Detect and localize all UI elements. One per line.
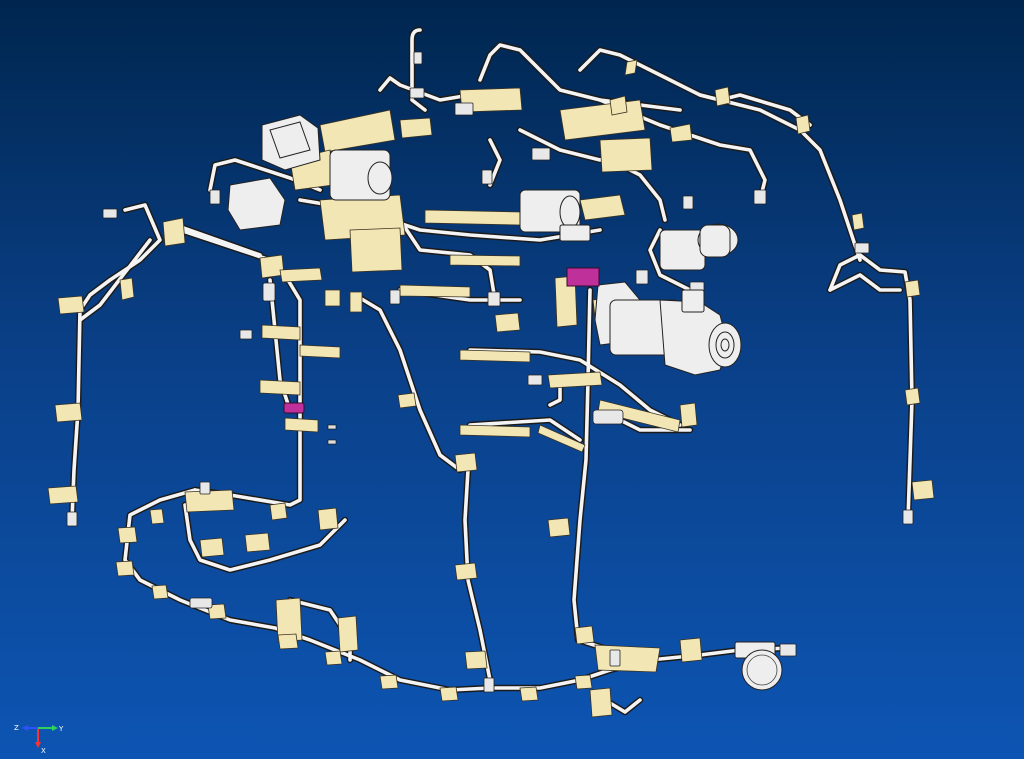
- valve-upper-right: [519, 189, 591, 242]
- actuator-right: [659, 223, 739, 271]
- x-axis-arrow-icon: [35, 742, 41, 748]
- tube-fittings: [66, 51, 914, 693]
- view-orientation-triad-icon[interactable]: Z Y X: [12, 714, 68, 754]
- z-axis-arrow-icon: [22, 725, 28, 731]
- tube-routes: [68, 26, 916, 716]
- pressure-gauge: [734, 641, 783, 691]
- selected-clamp-highlight[interactable]: [283, 402, 305, 414]
- y-axis-arrow-icon: [52, 725, 58, 731]
- main-valve-assembly: [594, 281, 742, 376]
- loose-fasteners: [327, 424, 337, 445]
- mounting-brackets: [47, 59, 935, 718]
- valve-upper-left: [227, 114, 393, 231]
- y-axis-label: Y: [58, 725, 64, 733]
- x-axis-label: X: [41, 747, 46, 754]
- tube-outline-layer: [68, 26, 916, 716]
- z-axis-label: Z: [14, 724, 19, 732]
- valve-components: [227, 114, 783, 691]
- selected-fitting-highlight[interactable]: [566, 267, 600, 287]
